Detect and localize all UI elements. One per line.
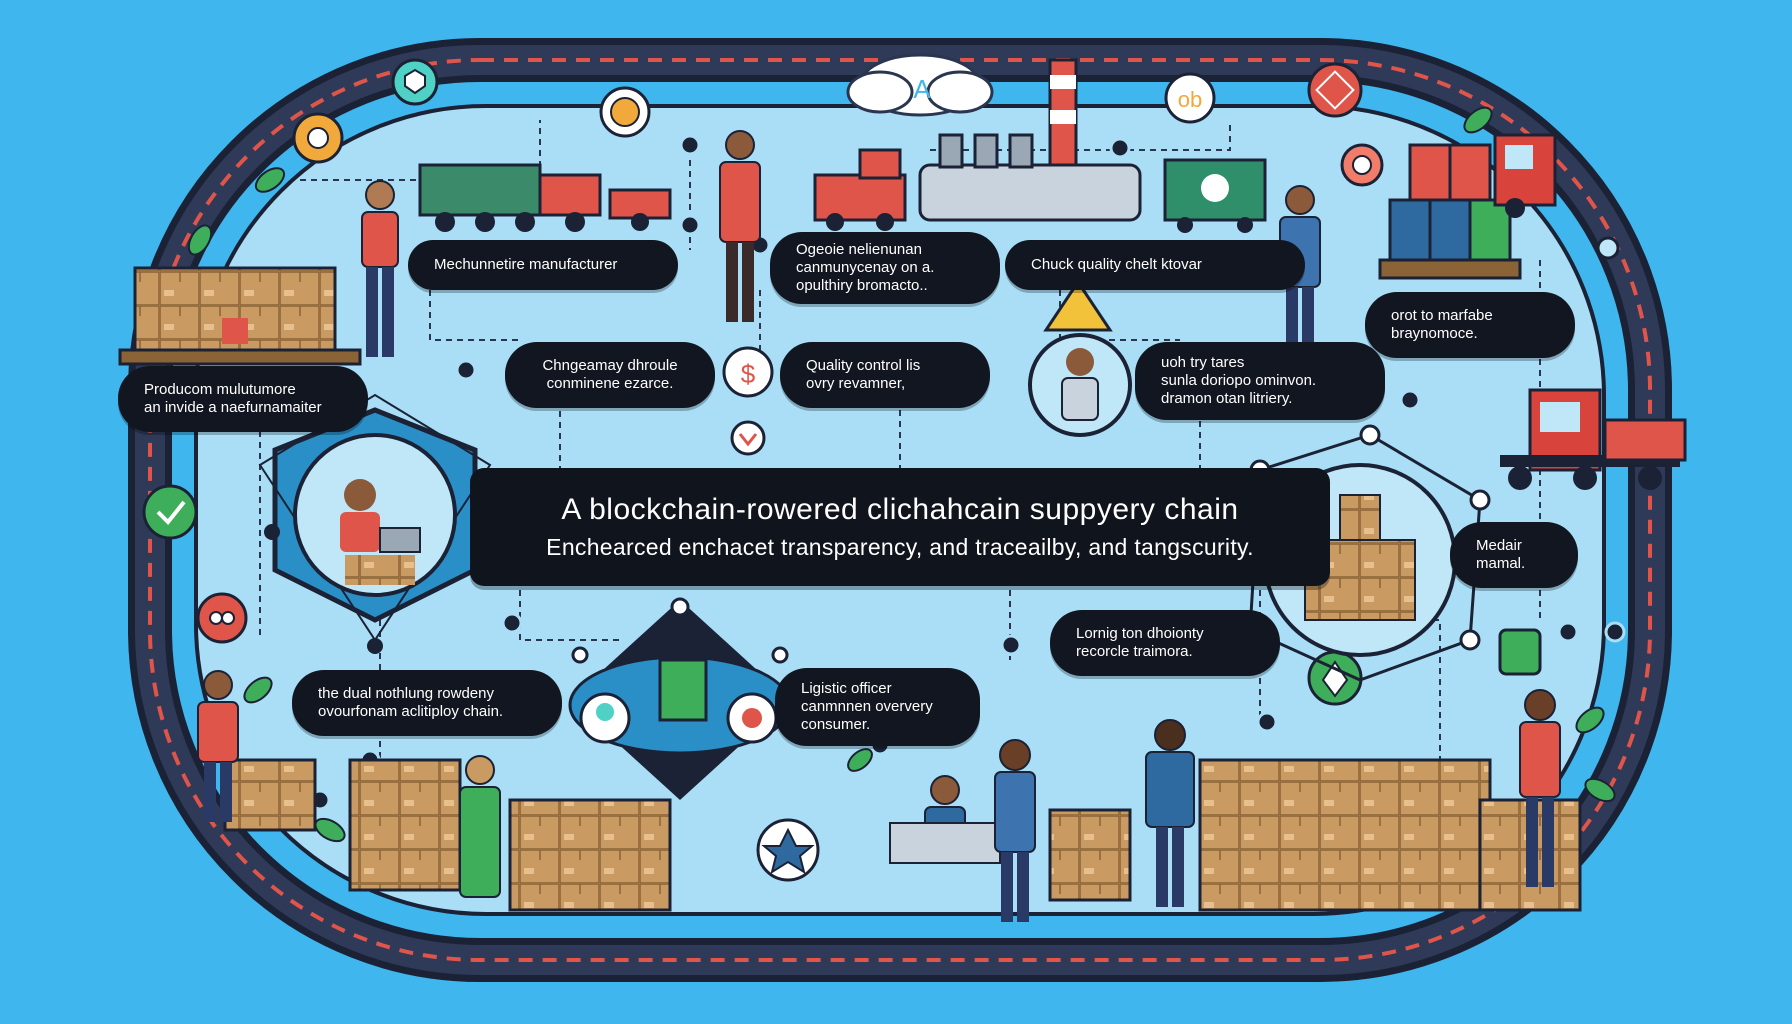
- checkmark-icon: [1596, 236, 1620, 260]
- red-locomotive: [813, 148, 907, 231]
- svg-text:$: $: [741, 359, 756, 389]
- worker-right: [1279, 185, 1321, 357]
- box-pallet-left: [118, 266, 362, 366]
- scale-icon: ob: [1164, 72, 1216, 124]
- hexagon-node-left: [258, 393, 492, 654]
- freight-train: [418, 163, 672, 232]
- label-check-quality: Chuck quality chelt ktovar: [1005, 240, 1305, 290]
- chevron-down-icon: [730, 420, 766, 456]
- checkmark-icon: [1498, 628, 1542, 676]
- delivery-truck: [1500, 388, 1687, 490]
- green-container: [1163, 158, 1267, 233]
- worker-figures: [361, 130, 1321, 357]
- badge-icon: [1340, 143, 1384, 187]
- gear-icon: [599, 86, 651, 138]
- svg-text:ob: ob: [1178, 87, 1202, 112]
- gear-icon: [292, 112, 344, 164]
- label-manufacturer: Mechunnetire manufacturer: [408, 240, 678, 290]
- label-product-origin: Producom mulutumore an invide a naefurna…: [118, 366, 368, 432]
- top-truck: [1493, 133, 1557, 218]
- leaf-icon: [1307, 650, 1363, 706]
- cloud-icon: A: [846, 53, 994, 117]
- label-recycle: Lornig ton dhoionty recorcle traimora.: [1050, 610, 1280, 676]
- bulb-icon: [579, 692, 631, 744]
- svg-text:A: A: [913, 74, 931, 104]
- label-organic: Ogeoie nelienunan canmunycenay on a. opu…: [770, 232, 1000, 304]
- label-quality-control: Quality control lis ovry revamner,: [780, 342, 990, 408]
- label-changeway: Chngeamay dhroule conminene ezarce.: [505, 342, 715, 408]
- handshake-icon: [196, 592, 248, 644]
- label-supply-chain: the dual nothlung rowdeny ovourfonam acl…: [292, 670, 562, 736]
- worker-center: [719, 130, 761, 322]
- banner-subtitle: Enchearced enchacet transparency, and tr…: [546, 534, 1254, 560]
- plant-leaves: [187, 106, 1616, 843]
- label-trade: orot to marfabe braynomoce.: [1365, 292, 1575, 358]
- shield-icon: [391, 58, 439, 106]
- banner-title: A blockchain-rowered clichahcain suppyer…: [561, 493, 1239, 526]
- handshake-icon: [726, 692, 778, 744]
- bottom-worker-figures: [197, 670, 1561, 922]
- star-icon: [756, 818, 820, 882]
- checkmark-icon: [142, 484, 198, 540]
- barrel-stack: [1378, 143, 1522, 280]
- label-retail: Medair mamal.: [1450, 522, 1578, 588]
- label-tracking: uoh try tares sunla doriopo ominvon. dra…: [1135, 342, 1385, 420]
- inspector-node: [1028, 279, 1132, 437]
- badge-ring: ob: [142, 58, 1620, 882]
- badge-icon: [1307, 62, 1363, 118]
- box-stacks-bottom: [223, 758, 1582, 912]
- label-logistic: Ligistic officer canmnnen oververy consu…: [775, 668, 980, 746]
- main-banner: A blockchain-rowered clichahcain suppyer…: [470, 468, 1330, 586]
- tanker-wagon: [918, 133, 1142, 222]
- diamond-node-center: [568, 597, 792, 800]
- dollar-icon: $: [722, 346, 774, 398]
- worker-left: [361, 180, 399, 357]
